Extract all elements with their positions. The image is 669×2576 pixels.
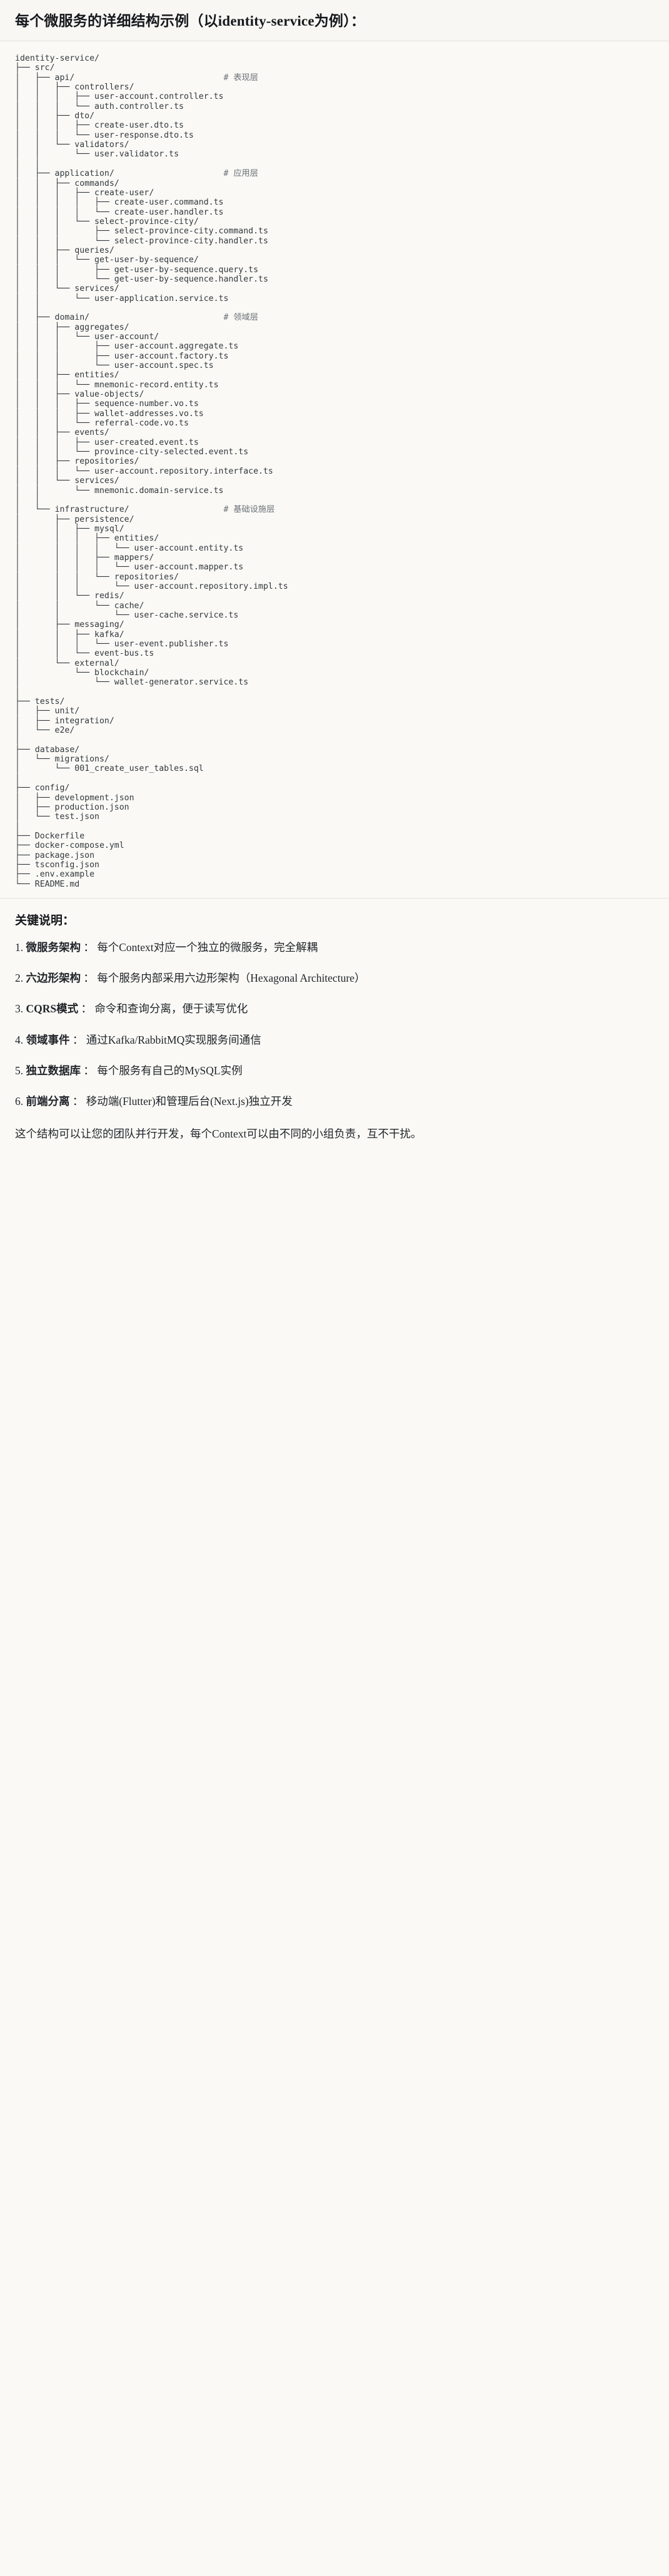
list-item-separator: ： xyxy=(83,940,94,954)
list-item: 1. 微服务架构 ： 每个Context对应一个独立的微服务，完全解耦 xyxy=(15,939,654,955)
key-points-list: 1. 微服务架构 ： 每个Context对应一个独立的微服务，完全解耦 2. 六… xyxy=(15,939,654,1110)
list-item-number: 1. xyxy=(15,940,24,954)
key-points-title: 关键说明： xyxy=(15,914,75,927)
list-item-body: 通过Kafka/RabbitMQ实现服务间通信 xyxy=(86,1033,261,1046)
list-item-label: 微服务架构 xyxy=(26,940,81,954)
list-item: 4. 领域事件 ： 通过Kafka/RabbitMQ实现服务间通信 xyxy=(15,1032,654,1048)
list-item-label: CQRS模式 xyxy=(26,1002,79,1016)
list-item: 5. 独立数据库 ： 每个服务有自己的MySQL实例 xyxy=(15,1062,654,1079)
list-item-separator: ： xyxy=(72,1095,84,1108)
list-item-label: 六边形架构 xyxy=(26,972,81,985)
document-header: 每个微服务的详细结构示例（以identity-service为例）： xyxy=(0,0,669,42)
list-item-number: 5. xyxy=(15,1064,24,1077)
list-item-body: 命令和查询分离，便于读写优化 xyxy=(94,1002,248,1016)
list-item-body: 移动端(Flutter)和管理后台(Next.js)独立开发 xyxy=(86,1095,293,1108)
list-item-body: 每个Context对应一个独立的微服务，完全解耦 xyxy=(97,940,318,954)
list-item-label: 独立数据库 xyxy=(26,1064,81,1077)
list-item-number: 2. xyxy=(15,972,24,985)
list-item-separator: ： xyxy=(81,1002,93,1016)
list-item-separator: ： xyxy=(83,972,94,985)
list-item-number: 6. xyxy=(15,1095,24,1108)
list-item-body: 每个服务内部采用六边形架构（Hexagonal Architecture） xyxy=(97,972,366,985)
list-item-label: 领域事件 xyxy=(26,1033,70,1046)
list-item: 6. 前端分离 ： 移动端(Flutter)和管理后台(Next.js)独立开发 xyxy=(15,1093,654,1109)
closing-paragraph: 这个结构可以让您的团队并行开发，每个Context可以由不同的小组负责，互不干扰… xyxy=(15,1128,422,1141)
list-item: 3. CQRS模式 ： 命令和查询分离，便于读写优化 xyxy=(15,1000,654,1017)
directory-tree: identity-service/ ├── src/ │ ├── api/ # … xyxy=(15,54,288,889)
key-points-section: 关键说明： 1. 微服务架构 ： 每个Context对应一个独立的微服务，完全解… xyxy=(0,897,669,1159)
list-item-label: 前端分离 xyxy=(26,1095,70,1108)
list-item-separator: ： xyxy=(83,1064,94,1077)
page-title: 每个微服务的详细结构示例（以identity-service为例）： xyxy=(15,13,366,29)
directory-tree-block: identity-service/ ├── src/ │ ├── api/ # … xyxy=(0,41,669,898)
document-page: 每个微服务的详细结构示例（以identity-service为例）： ident… xyxy=(0,0,669,1159)
list-item-separator: ： xyxy=(72,1033,84,1046)
list-item-number: 4. xyxy=(15,1033,24,1046)
list-item: 2. 六边形架构 ： 每个服务内部采用六边形架构（Hexagonal Archi… xyxy=(15,970,654,986)
list-item-body: 每个服务有自己的MySQL实例 xyxy=(97,1064,243,1077)
list-item-number: 3. xyxy=(15,1002,24,1016)
